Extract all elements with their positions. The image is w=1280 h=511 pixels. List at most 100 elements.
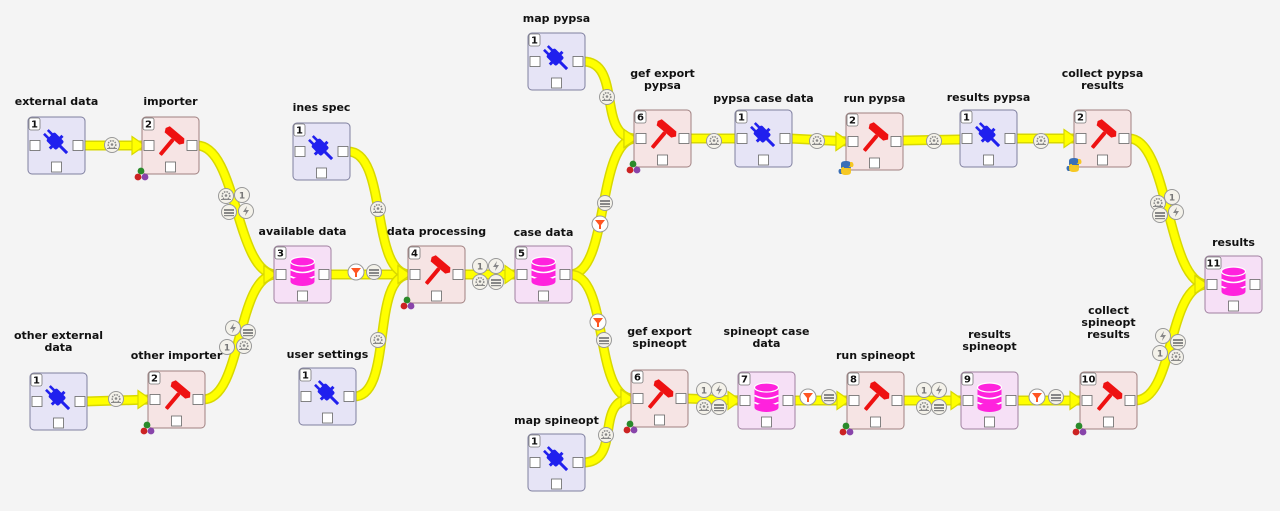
gear-link-icon[interactable] (108, 391, 124, 407)
gear-link-icon[interactable] (926, 133, 942, 149)
bottom-connector[interactable] (297, 290, 308, 302)
bolt-link-icon[interactable] (1168, 204, 1184, 220)
bottom-connector[interactable] (538, 290, 549, 302)
bottom-connector[interactable] (869, 157, 880, 169)
database-link-icon[interactable] (597, 195, 613, 211)
bolt-link-icon[interactable] (225, 320, 241, 336)
input-connector[interactable] (848, 395, 860, 406)
bottom-connector[interactable] (984, 416, 995, 428)
output-connector[interactable] (74, 396, 86, 407)
bottom-connector[interactable] (654, 414, 665, 426)
database-link-icon[interactable] (711, 399, 727, 415)
input-connector[interactable] (149, 394, 161, 405)
input-connector[interactable] (275, 269, 287, 280)
gear-link-icon[interactable] (598, 427, 614, 443)
input-connector[interactable] (31, 396, 43, 407)
database-link-icon[interactable] (1152, 207, 1168, 223)
output-connector[interactable] (337, 146, 349, 157)
link-gef_export_spineopt-to-spineopt_case_data[interactable] (681, 390, 745, 411)
bolt-link-icon[interactable] (488, 258, 504, 274)
output-connector[interactable] (452, 269, 464, 280)
input-connector[interactable] (739, 395, 751, 406)
output-connector[interactable] (186, 140, 198, 151)
output-connector[interactable] (678, 133, 690, 144)
database-link-icon[interactable] (931, 399, 947, 415)
input-connector[interactable] (29, 140, 41, 151)
output-connector[interactable] (782, 395, 794, 406)
output-connector[interactable] (779, 133, 791, 144)
database-link-icon[interactable] (821, 389, 837, 405)
link-importer-to-available_data[interactable] (192, 140, 281, 285)
filter-icon[interactable] (799, 388, 817, 406)
output-connector[interactable] (1118, 133, 1130, 144)
gear-link-icon[interactable] (1168, 349, 1184, 365)
database-link-icon[interactable] (1170, 334, 1186, 350)
bottom-connector[interactable] (657, 154, 668, 166)
bottom-connector[interactable] (171, 415, 182, 427)
output-connector[interactable] (559, 269, 571, 280)
bottom-connector[interactable] (316, 167, 327, 179)
one-link-icon[interactable]: 1 (219, 339, 235, 355)
bottom-connector[interactable] (53, 417, 64, 429)
one-link-icon[interactable]: 1 (1164, 189, 1180, 205)
bottom-connector[interactable] (983, 154, 994, 166)
filter-icon[interactable] (591, 215, 609, 233)
gear-link-icon[interactable] (370, 332, 386, 348)
output-connector[interactable] (72, 140, 84, 151)
input-connector[interactable] (632, 393, 644, 404)
gear-link-icon[interactable] (370, 201, 386, 217)
output-connector[interactable] (318, 269, 330, 280)
bottom-connector[interactable] (758, 154, 769, 166)
input-connector[interactable] (529, 457, 541, 468)
bottom-connector[interactable] (551, 77, 562, 89)
one-link-icon[interactable]: 1 (472, 258, 488, 274)
output-connector[interactable] (343, 391, 355, 402)
database-link-icon[interactable] (596, 332, 612, 348)
bottom-connector[interactable] (1103, 416, 1114, 428)
input-connector[interactable] (962, 395, 974, 406)
output-connector[interactable] (890, 136, 902, 147)
bolt-link-icon[interactable] (1155, 328, 1171, 344)
input-connector[interactable] (736, 133, 748, 144)
output-connector[interactable] (192, 394, 204, 405)
one-link-icon[interactable]: 1 (696, 382, 712, 398)
bottom-connector[interactable] (322, 412, 333, 424)
input-connector[interactable] (635, 133, 647, 144)
bottom-connector[interactable] (761, 416, 772, 428)
database-link-icon[interactable] (240, 324, 256, 340)
filter-icon[interactable] (589, 313, 607, 331)
input-connector[interactable] (961, 133, 973, 144)
bolt-link-icon[interactable] (238, 203, 254, 219)
gear-link-icon[interactable] (1033, 133, 1049, 149)
gear-link-icon[interactable] (218, 188, 234, 204)
output-connector[interactable] (572, 457, 584, 468)
bolt-link-icon[interactable] (711, 382, 727, 398)
output-connector[interactable] (1004, 133, 1016, 144)
input-connector[interactable] (143, 140, 155, 151)
bottom-connector[interactable] (51, 161, 62, 173)
bolt-link-icon[interactable] (931, 382, 947, 398)
output-connector[interactable] (572, 56, 584, 67)
link-user_settings-to-data_processing[interactable] (349, 264, 415, 402)
output-connector[interactable] (1124, 395, 1136, 406)
bottom-connector[interactable] (431, 290, 442, 302)
one-link-icon[interactable]: 1 (916, 382, 932, 398)
bottom-connector[interactable] (870, 416, 881, 428)
